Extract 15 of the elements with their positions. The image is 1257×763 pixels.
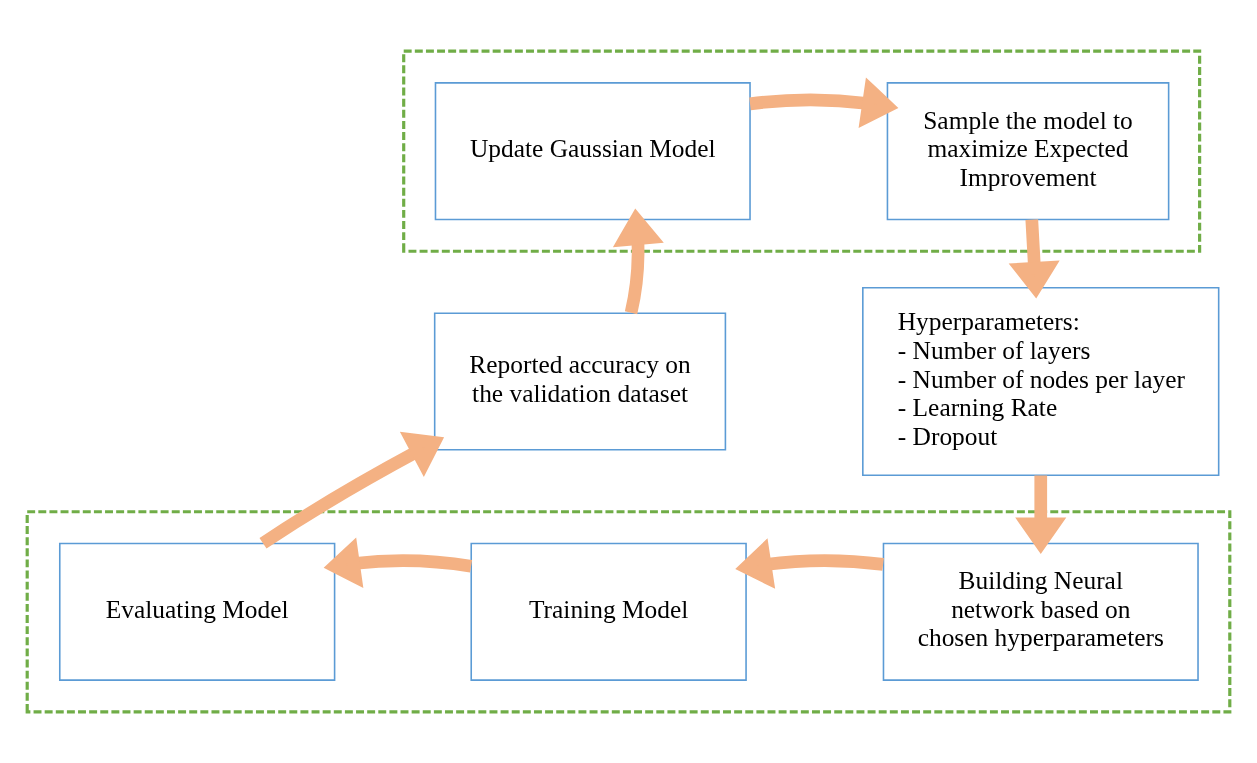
arrow: [749, 77, 899, 128]
cluster: [402, 49, 1202, 253]
arrow: [323, 537, 473, 588]
node-box: Evaluating Model: [58, 542, 336, 681]
node-box: Sample the model to maximize Expected Improvement: [886, 82, 1170, 221]
node-box: Reported accuracy on the validation dataset: [433, 312, 727, 451]
arrow: [735, 538, 884, 589]
node-box: Building Neural network based on chosen hyperparameters: [882, 542, 1199, 681]
arrow: [1015, 475, 1067, 555]
arrow: [1008, 219, 1060, 299]
arrow: [612, 208, 664, 315]
node-box: Hyperparameters: - Number of layers - Number of nodes per layer - Learning Rate - Dropout: [862, 286, 1220, 477]
node-box: Training Model: [470, 542, 747, 681]
cluster: [25, 510, 1232, 714]
node-box: Update Gaussian Model: [434, 82, 751, 221]
